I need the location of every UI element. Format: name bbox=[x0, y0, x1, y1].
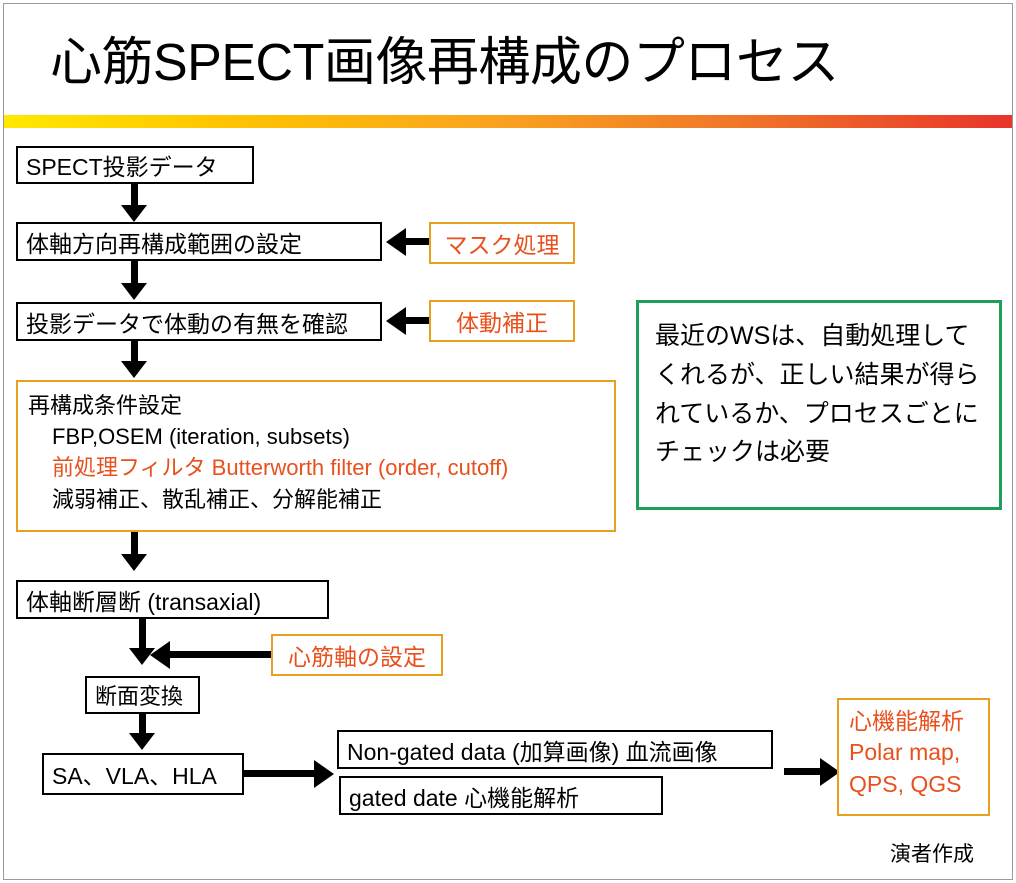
node-label: SA、VLA、HLA bbox=[52, 763, 217, 789]
arrow-head-sa-to-outputs bbox=[314, 760, 334, 788]
arrow-shaft-transaxial-to-convert bbox=[139, 619, 146, 651]
note-line-4: チェックは必要 bbox=[655, 438, 831, 467]
annotation-cardiac-axis-setting[interactable]: 心筋軸の設定 bbox=[271, 634, 443, 676]
arrow-head-transaxial-to-convert bbox=[129, 648, 155, 665]
arrow-head-outputs-to-result bbox=[820, 758, 840, 786]
arrow-head-motion-to-recon bbox=[121, 361, 147, 378]
node-gated-data[interactable]: gated date 心機能解析 bbox=[339, 776, 663, 815]
recon-prefilter: 前処理フィルタ Butterworth filter (order, cutof… bbox=[52, 455, 509, 481]
arrow-shaft-mask-to-range bbox=[404, 238, 432, 245]
accent-gradient-bar bbox=[4, 115, 1012, 128]
annotation-mask-processing[interactable]: マスク処理 bbox=[429, 222, 575, 264]
recon-heading: 再構成条件設定 bbox=[28, 393, 183, 418]
arrow-head-mask-to-range bbox=[386, 228, 406, 256]
arrow-head-axis-to-convert bbox=[150, 641, 170, 669]
arrow-shaft-motion-to-recon bbox=[131, 341, 138, 363]
node-label: gated date 心機能解析 bbox=[349, 784, 580, 811]
node-axial-reconstruction-range[interactable]: 体軸方向再構成範囲の設定 bbox=[16, 222, 382, 261]
page-title: 心筋SPECT画像再構成のプロセス bbox=[50, 34, 839, 92]
arrow-head-spect-to-range bbox=[121, 205, 147, 222]
annotation-label: 体動補正 bbox=[456, 310, 548, 336]
arrow-shaft-spect-to-range bbox=[131, 184, 138, 208]
node-label: 断面変換 bbox=[95, 684, 184, 709]
note-line-2: くれるが、正しい結果が得ら bbox=[655, 360, 980, 389]
arrow-shaft-motioncorr-to-check bbox=[404, 317, 432, 324]
node-functional-analysis-result[interactable]: 心機能解析 Polar map, QPS, QGS bbox=[837, 698, 990, 816]
result-line-1: 心機能解析 bbox=[849, 708, 964, 734]
arrow-shaft-convert-to-sa bbox=[139, 714, 146, 736]
arrow-shaft-recon-to-transaxial bbox=[131, 532, 138, 557]
node-label: Non-gated data (加算画像) 血流画像 bbox=[347, 738, 718, 765]
node-motion-check[interactable]: 投影データで体動の有無を確認 bbox=[16, 302, 382, 341]
credit-text: 演者作成 bbox=[890, 843, 974, 866]
annotation-label: 心筋軸の設定 bbox=[288, 644, 426, 670]
recon-corrections: 減弱補正、散乱補正、分解能補正 bbox=[52, 486, 383, 512]
node-label: 体軸断層断 (transaxial) bbox=[26, 588, 262, 615]
node-non-gated-data[interactable]: Non-gated data (加算画像) 血流画像 bbox=[337, 730, 773, 769]
node-slice-conversion[interactable]: 断面変換 bbox=[85, 676, 200, 714]
node-reconstruction-parameters[interactable]: 再構成条件設定 FBP,OSEM (iteration, subsets) 前処… bbox=[16, 380, 616, 532]
arrow-head-convert-to-sa bbox=[129, 733, 155, 750]
annotation-label: マスク処理 bbox=[444, 232, 560, 258]
node-label: 投影データで体動の有無を確認 bbox=[26, 310, 348, 337]
note-line-1: 最近のWSは、自動処理して bbox=[655, 322, 970, 350]
arrow-shaft-axis-to-convert bbox=[170, 651, 272, 658]
arrow-shaft-outputs-to-result bbox=[784, 768, 824, 775]
node-transaxial-slice[interactable]: 体軸断層断 (transaxial) bbox=[16, 580, 329, 619]
node-label: SPECT投影データ bbox=[26, 154, 218, 180]
recon-algorithms: FBP,OSEM (iteration, subsets) bbox=[52, 424, 350, 450]
arrow-head-motioncorr-to-check bbox=[386, 307, 406, 335]
arrow-shaft-range-to-motion bbox=[131, 261, 138, 285]
callout-workstation-note: 最近のWSは、自動処理して くれるが、正しい結果が得ら れているか、プロセスごと… bbox=[636, 300, 1002, 510]
arrow-shaft-sa-to-outputs bbox=[244, 770, 316, 777]
result-line-2: Polar map, bbox=[849, 739, 961, 766]
annotation-motion-correction[interactable]: 体動補正 bbox=[429, 300, 575, 342]
note-line-3: れているか、プロセスごとに bbox=[655, 399, 979, 428]
node-spect-projection-data[interactable]: SPECT投影データ bbox=[16, 146, 254, 184]
node-sa-vla-hla[interactable]: SA、VLA、HLA bbox=[42, 753, 244, 795]
result-line-3: QPS, QGS bbox=[849, 770, 962, 797]
arrow-head-recon-to-transaxial bbox=[121, 554, 147, 571]
arrow-head-range-to-motion bbox=[121, 283, 147, 300]
node-label: 体軸方向再構成範囲の設定 bbox=[26, 230, 302, 257]
